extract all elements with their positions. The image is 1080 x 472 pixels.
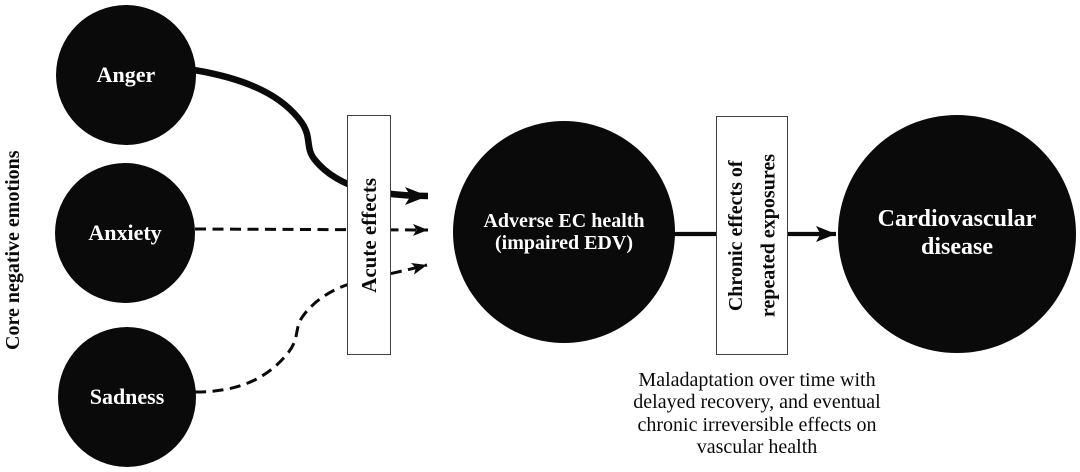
chronic-label-line2: repeated exposures <box>757 153 779 318</box>
maladaptation-caption: Maladaptation over time with delayed rec… <box>607 369 907 459</box>
node-sadness-label: Sadness <box>89 384 165 409</box>
node-anxiety: Anxiety <box>55 163 195 303</box>
caption-line-3: chronic irreversible effects on <box>637 413 877 436</box>
axis-label-core-negative-emotions: Core negative emotions <box>2 150 24 350</box>
acute-effects-box: Acute effects <box>347 115 391 355</box>
chronic-effects-box: Chronic effects of repeated exposures <box>716 116 788 355</box>
node-sadness: Sadness <box>58 327 196 467</box>
node-cardiovascular-disease: Cardiovascular disease <box>838 115 1076 353</box>
adverse-label-line2: (impaired EDV) <box>495 232 633 254</box>
outcome-label-line1: Cardiovascular <box>877 206 1037 233</box>
sadness-acute-connector <box>194 262 428 394</box>
node-adverse-ec-health: Adverse EC health (impaired EDV) <box>453 121 675 343</box>
caption-line-2: delayed recovery, and eventual <box>633 391 881 414</box>
chronic-label-line1: Chronic effects of <box>724 160 747 311</box>
chronic-effects-label: Chronic effects of repeated exposures <box>720 154 785 317</box>
caption-line-1: Maladaptation over time with <box>638 369 876 391</box>
node-anger: Anger <box>56 5 196 145</box>
outcome-label-line2: disease <box>921 234 993 260</box>
node-anger-label: Anger <box>96 62 156 87</box>
anger-acute-connector <box>193 66 429 205</box>
anxiety-acute-connector <box>194 223 429 236</box>
acute-effects-label: Acute effects <box>356 177 381 293</box>
caption-line-4: vascular health <box>696 436 818 459</box>
node-anxiety-label: Anxiety <box>88 220 162 245</box>
adverse-label-line1: Adverse EC health <box>483 210 645 232</box>
